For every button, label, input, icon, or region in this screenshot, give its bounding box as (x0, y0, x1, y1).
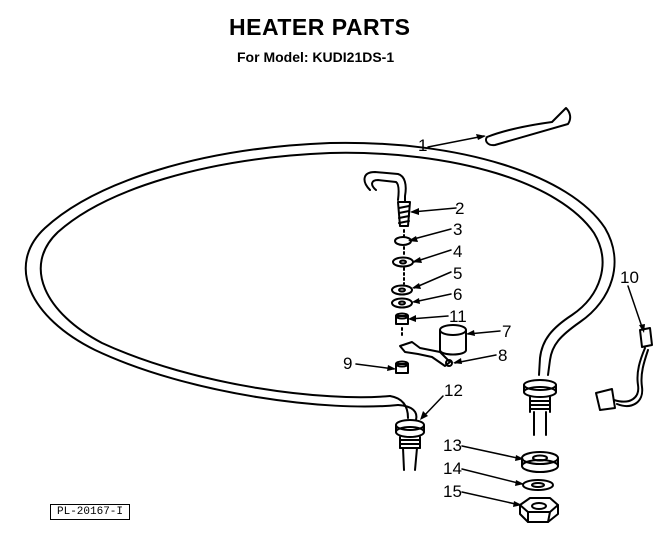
callout-8: 8 (498, 346, 507, 365)
callout-5: 5 (453, 264, 462, 283)
nut-11 (395, 312, 409, 325)
cap (439, 324, 467, 356)
hex-nut-15 (519, 497, 559, 523)
heating-element-inner (39, 151, 604, 399)
callout-4: 4 (453, 242, 462, 261)
model-subtitle: For Model: KUDI21DS-1 (237, 49, 395, 65)
left-terminal-nut (395, 419, 425, 471)
callout-1: 1 (418, 136, 427, 155)
right-terminal-nut (523, 379, 557, 436)
callout-2: 2 (455, 199, 464, 218)
washer-6 (391, 297, 413, 309)
callout-14: 14 (443, 459, 462, 478)
callout-labels: 1 2 3 4 5 6 11 7 8 9 10 12 13 14 15 (343, 136, 639, 501)
heating-element-outer (24, 141, 616, 408)
callout-13: 13 (443, 436, 462, 455)
clip (399, 341, 453, 367)
callout-3: 3 (453, 220, 462, 239)
plate-number: PL-20167-I (50, 504, 131, 520)
washer-14 (522, 479, 554, 491)
callout-6: 6 (453, 285, 462, 304)
callout-11: 11 (449, 307, 467, 326)
page-title: HEATER PARTS (229, 14, 411, 40)
callout-7: 7 (502, 322, 511, 341)
washer-5 (391, 284, 413, 296)
callout-15: 15 (443, 482, 462, 501)
insulator (485, 107, 572, 147)
mounting-bracket (363, 171, 407, 203)
wire-harness (595, 327, 653, 411)
screw (397, 201, 411, 227)
washer-4 (392, 256, 414, 268)
callout-9: 9 (343, 354, 352, 373)
arrowheads (387, 134, 645, 507)
callout-10: 10 (620, 268, 639, 287)
callout-12: 12 (444, 381, 463, 400)
grommet-13 (521, 451, 559, 473)
nut-9 (395, 360, 409, 374)
